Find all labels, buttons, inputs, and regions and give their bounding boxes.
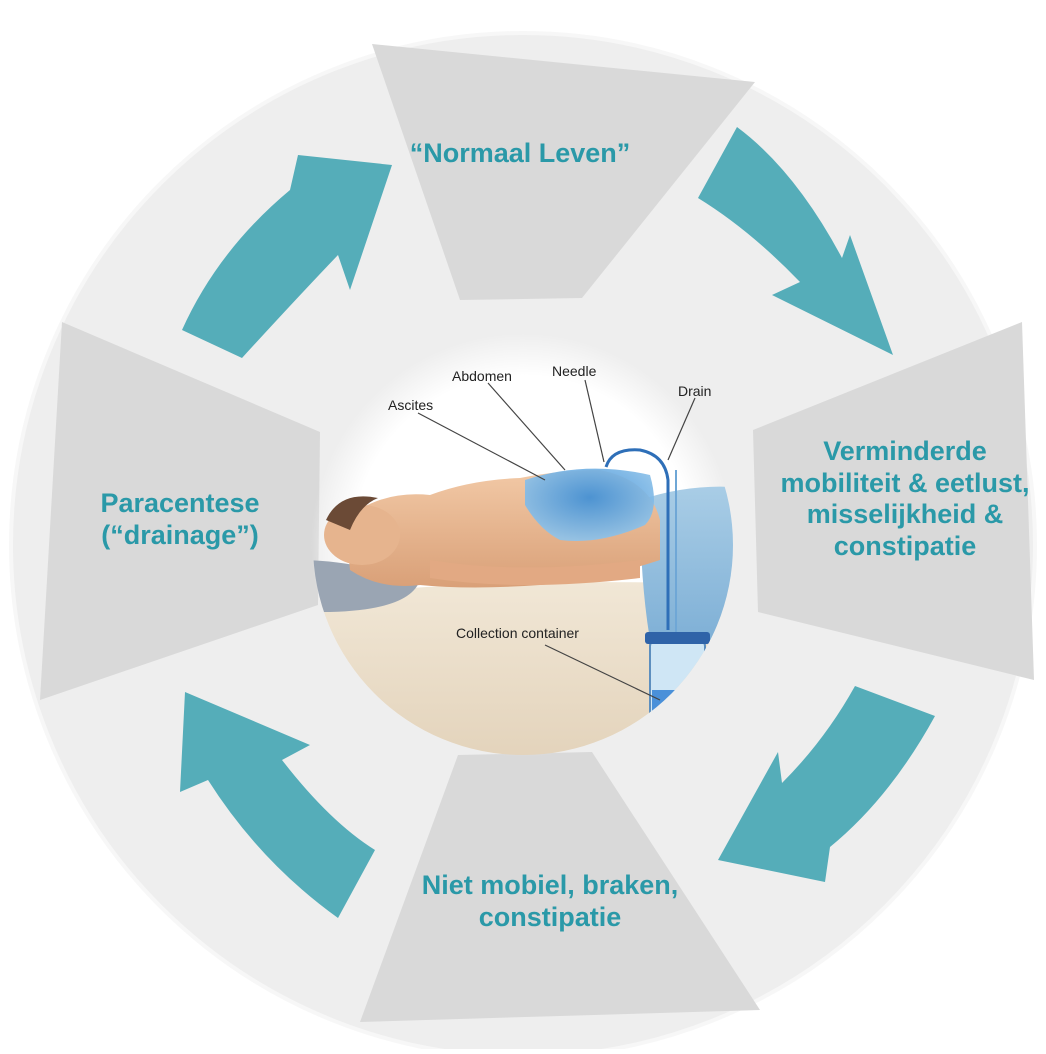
step-label-niet-mobiel: Niet mobiel, braken, constipatie	[421, 870, 679, 932]
arrow-bottom-to-left	[180, 692, 375, 918]
segment-right	[753, 322, 1034, 680]
label-abdomen: Abdomen	[452, 368, 512, 384]
label-drain: Drain	[678, 383, 711, 399]
arrow-right-to-bottom	[718, 686, 935, 882]
step-label-normaal-leven: “Normaal Leven”	[409, 138, 631, 168]
segment-bottom	[360, 752, 760, 1022]
label-needle: Needle	[552, 363, 597, 379]
arrow-top-to-right	[698, 127, 893, 355]
step-label-verminderde-mobiliteit: Verminderde mobiliteit & eetlust, missel…	[780, 436, 1030, 561]
step-label-paracentese: Paracentese (“drainage”)	[100, 488, 260, 550]
segment-top	[372, 44, 755, 300]
arrow-left-to-top	[182, 155, 392, 358]
paracentesis-illustration: Abdomen Needle Ascites Drain Collection …	[311, 333, 735, 757]
label-ascites: Ascites	[388, 397, 433, 413]
segment-left	[40, 322, 320, 700]
label-collection-container: Collection container	[456, 625, 579, 641]
